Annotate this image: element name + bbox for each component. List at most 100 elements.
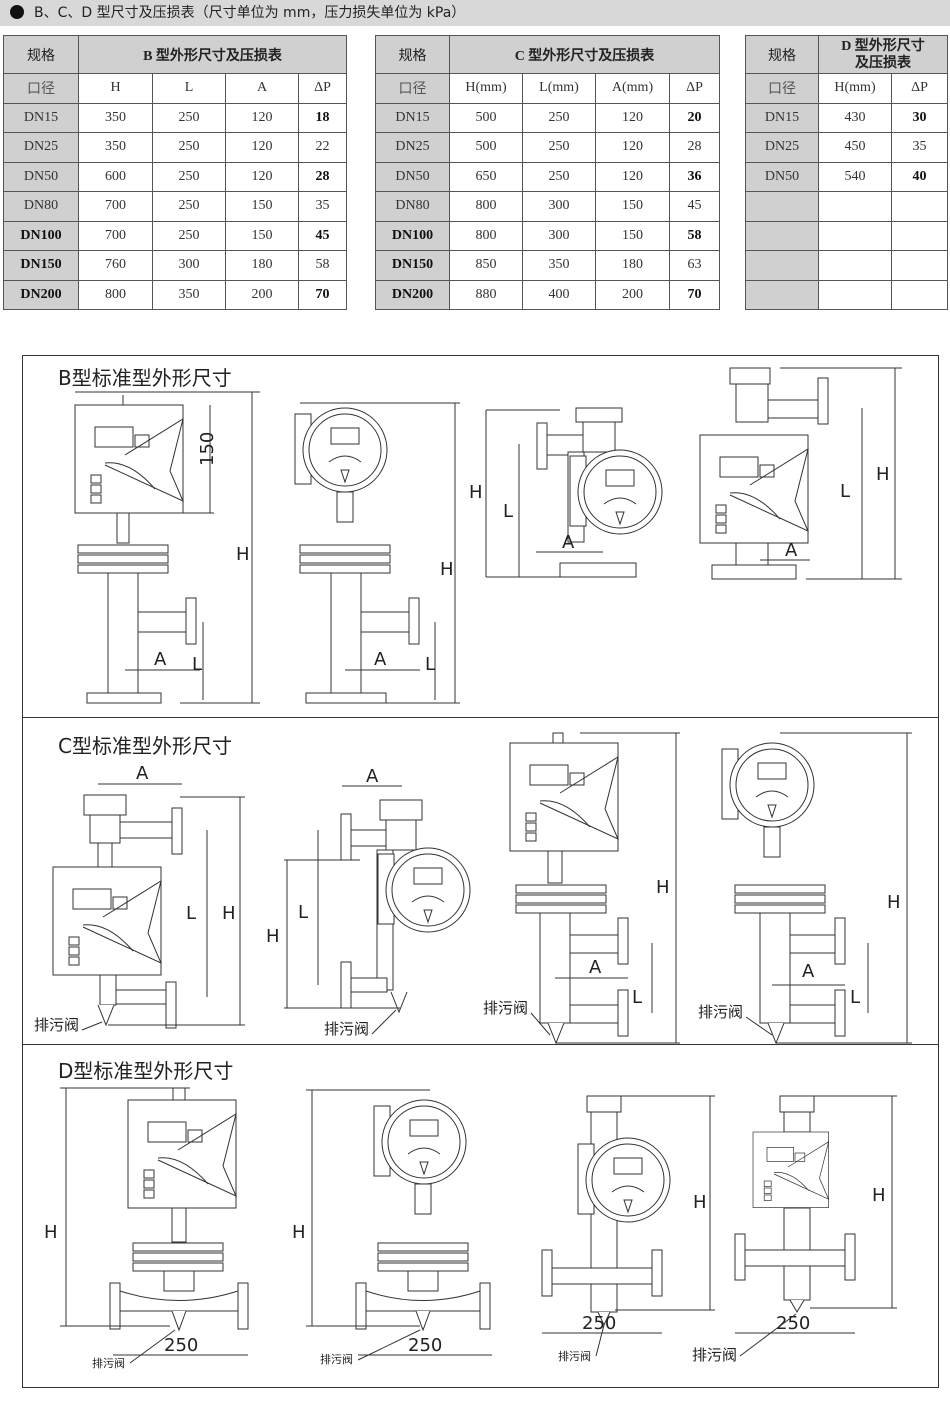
- size-cell: DN200: [375, 279, 450, 310]
- drain-valve-label: 排污阀: [558, 1349, 591, 1363]
- dimension-cell: [818, 279, 892, 310]
- dim-h-label: H: [222, 903, 236, 924]
- d-title-line1: D 型外形尺寸: [841, 38, 925, 54]
- pressure-loss-cell: 58: [669, 220, 720, 251]
- c-type-drawing-3: [509, 732, 680, 1045]
- dimension-cell: 850: [449, 250, 523, 281]
- dimension-cell: 120: [225, 102, 299, 133]
- dim-l-label: L: [192, 654, 202, 675]
- dim-a-label: A: [374, 649, 387, 670]
- dim-a-label: A: [136, 763, 149, 784]
- col-header: ΔP: [891, 73, 948, 104]
- d-drawing-section: D型标准型外形尺寸: [22, 1045, 939, 1388]
- dimension-cell: 760: [78, 250, 153, 281]
- dimension-cell: 540: [818, 161, 892, 192]
- dim-a-label: A: [562, 532, 575, 553]
- dim-h-label: H: [656, 877, 670, 898]
- col-header: H(mm): [818, 73, 892, 104]
- b-type-drawing-1: [74, 391, 260, 704]
- size-cell: DN15: [3, 102, 79, 133]
- dimension-cell: 180: [225, 250, 299, 281]
- bore-label: 口径: [375, 73, 450, 104]
- c-type-drawing-4: [721, 732, 912, 1045]
- table-row: [745, 191, 948, 222]
- dim-250-label: 250: [408, 1335, 442, 1356]
- drain-valve-label: 排污阀: [692, 1346, 737, 1364]
- dimension-cell: 250: [152, 102, 226, 133]
- pressure-loss-cell: 70: [297, 279, 348, 310]
- size-cell: DN100: [3, 220, 79, 251]
- drain-valve-label: 排污阀: [483, 999, 528, 1017]
- dim-h-label: H: [876, 464, 890, 485]
- dim-a-label: A: [802, 961, 815, 982]
- dimension-cell: 120: [595, 132, 670, 163]
- dimension-cell: 350: [152, 279, 226, 310]
- col-header: A(mm): [595, 73, 670, 104]
- b-type-drawing-4: [699, 367, 902, 580]
- pressure-loss-cell: 18: [297, 102, 348, 133]
- drain-valve-label: 排污阀: [34, 1016, 79, 1034]
- pressure-loss-cell: 35: [891, 132, 948, 163]
- dim-h-label: H: [44, 1222, 58, 1243]
- size-cell: DN25: [745, 132, 819, 163]
- dim-250-label: 250: [164, 1335, 198, 1356]
- dim-h-label: H: [887, 892, 901, 913]
- drain-valve-label: 排污阀: [92, 1356, 125, 1370]
- d-table-title: D 型外形尺寸 及压损表: [818, 35, 948, 74]
- dim-l-label: L: [425, 654, 435, 675]
- c-type-drawing-2: [284, 785, 471, 1014]
- dimension-cell: 430: [818, 102, 892, 133]
- dimension-cell: 650: [449, 161, 523, 192]
- dim-h-label: H: [469, 482, 483, 503]
- pressure-loss-cell: 63: [669, 250, 720, 281]
- dimension-cell: 150: [595, 220, 670, 251]
- col-header: L: [152, 73, 226, 104]
- spec-header: 规格: [745, 35, 819, 74]
- dim-h-label: H: [440, 559, 454, 580]
- dim-h-label: H: [693, 1192, 707, 1213]
- dimension-cell: 880: [449, 279, 523, 310]
- dim-l-label: L: [840, 481, 850, 502]
- pressure-loss-cell: 20: [669, 102, 720, 133]
- pressure-loss-cell: 22: [297, 132, 348, 163]
- col-header: H(mm): [449, 73, 523, 104]
- dimension-cell: 800: [449, 220, 523, 251]
- size-cell: DN15: [745, 102, 819, 133]
- size-cell: DN150: [3, 250, 79, 281]
- drain-valve-labels: 排污阀 排污阀 排污阀 排污阀 排污阀 排污阀 排污阀 排污阀: [34, 999, 797, 1370]
- drain-valve-label: 排污阀: [320, 1352, 353, 1366]
- d-type-drawing-1: [60, 1087, 249, 1356]
- b-section-title: B型标准型外形尺寸: [58, 366, 232, 390]
- dimension-cell: 450: [818, 132, 892, 163]
- spec-header: 规格: [3, 35, 79, 74]
- dim-l-label: L: [298, 902, 308, 923]
- d-title-line2: 及压损表: [855, 55, 911, 71]
- dim-250-label: 250: [776, 1313, 810, 1334]
- size-cell: DN15: [375, 102, 450, 133]
- col-header: ΔP: [669, 73, 720, 104]
- c-table-title: C 型外形尺寸及压损表: [449, 35, 720, 74]
- col-header: A: [225, 73, 299, 104]
- b-table-title: B 型外形尺寸及压损表: [77, 35, 348, 74]
- pressure-loss-cell: [891, 279, 948, 310]
- dim-a-label: A: [154, 649, 167, 670]
- dimension-cell: [818, 220, 892, 251]
- pressure-loss-cell: 45: [669, 191, 720, 222]
- c-type-drawing-1: [52, 783, 245, 1029]
- dimension-labels: 150 H A L H A L H L A H L A A L H A L H …: [44, 432, 901, 1356]
- size-cell: DN80: [375, 191, 450, 222]
